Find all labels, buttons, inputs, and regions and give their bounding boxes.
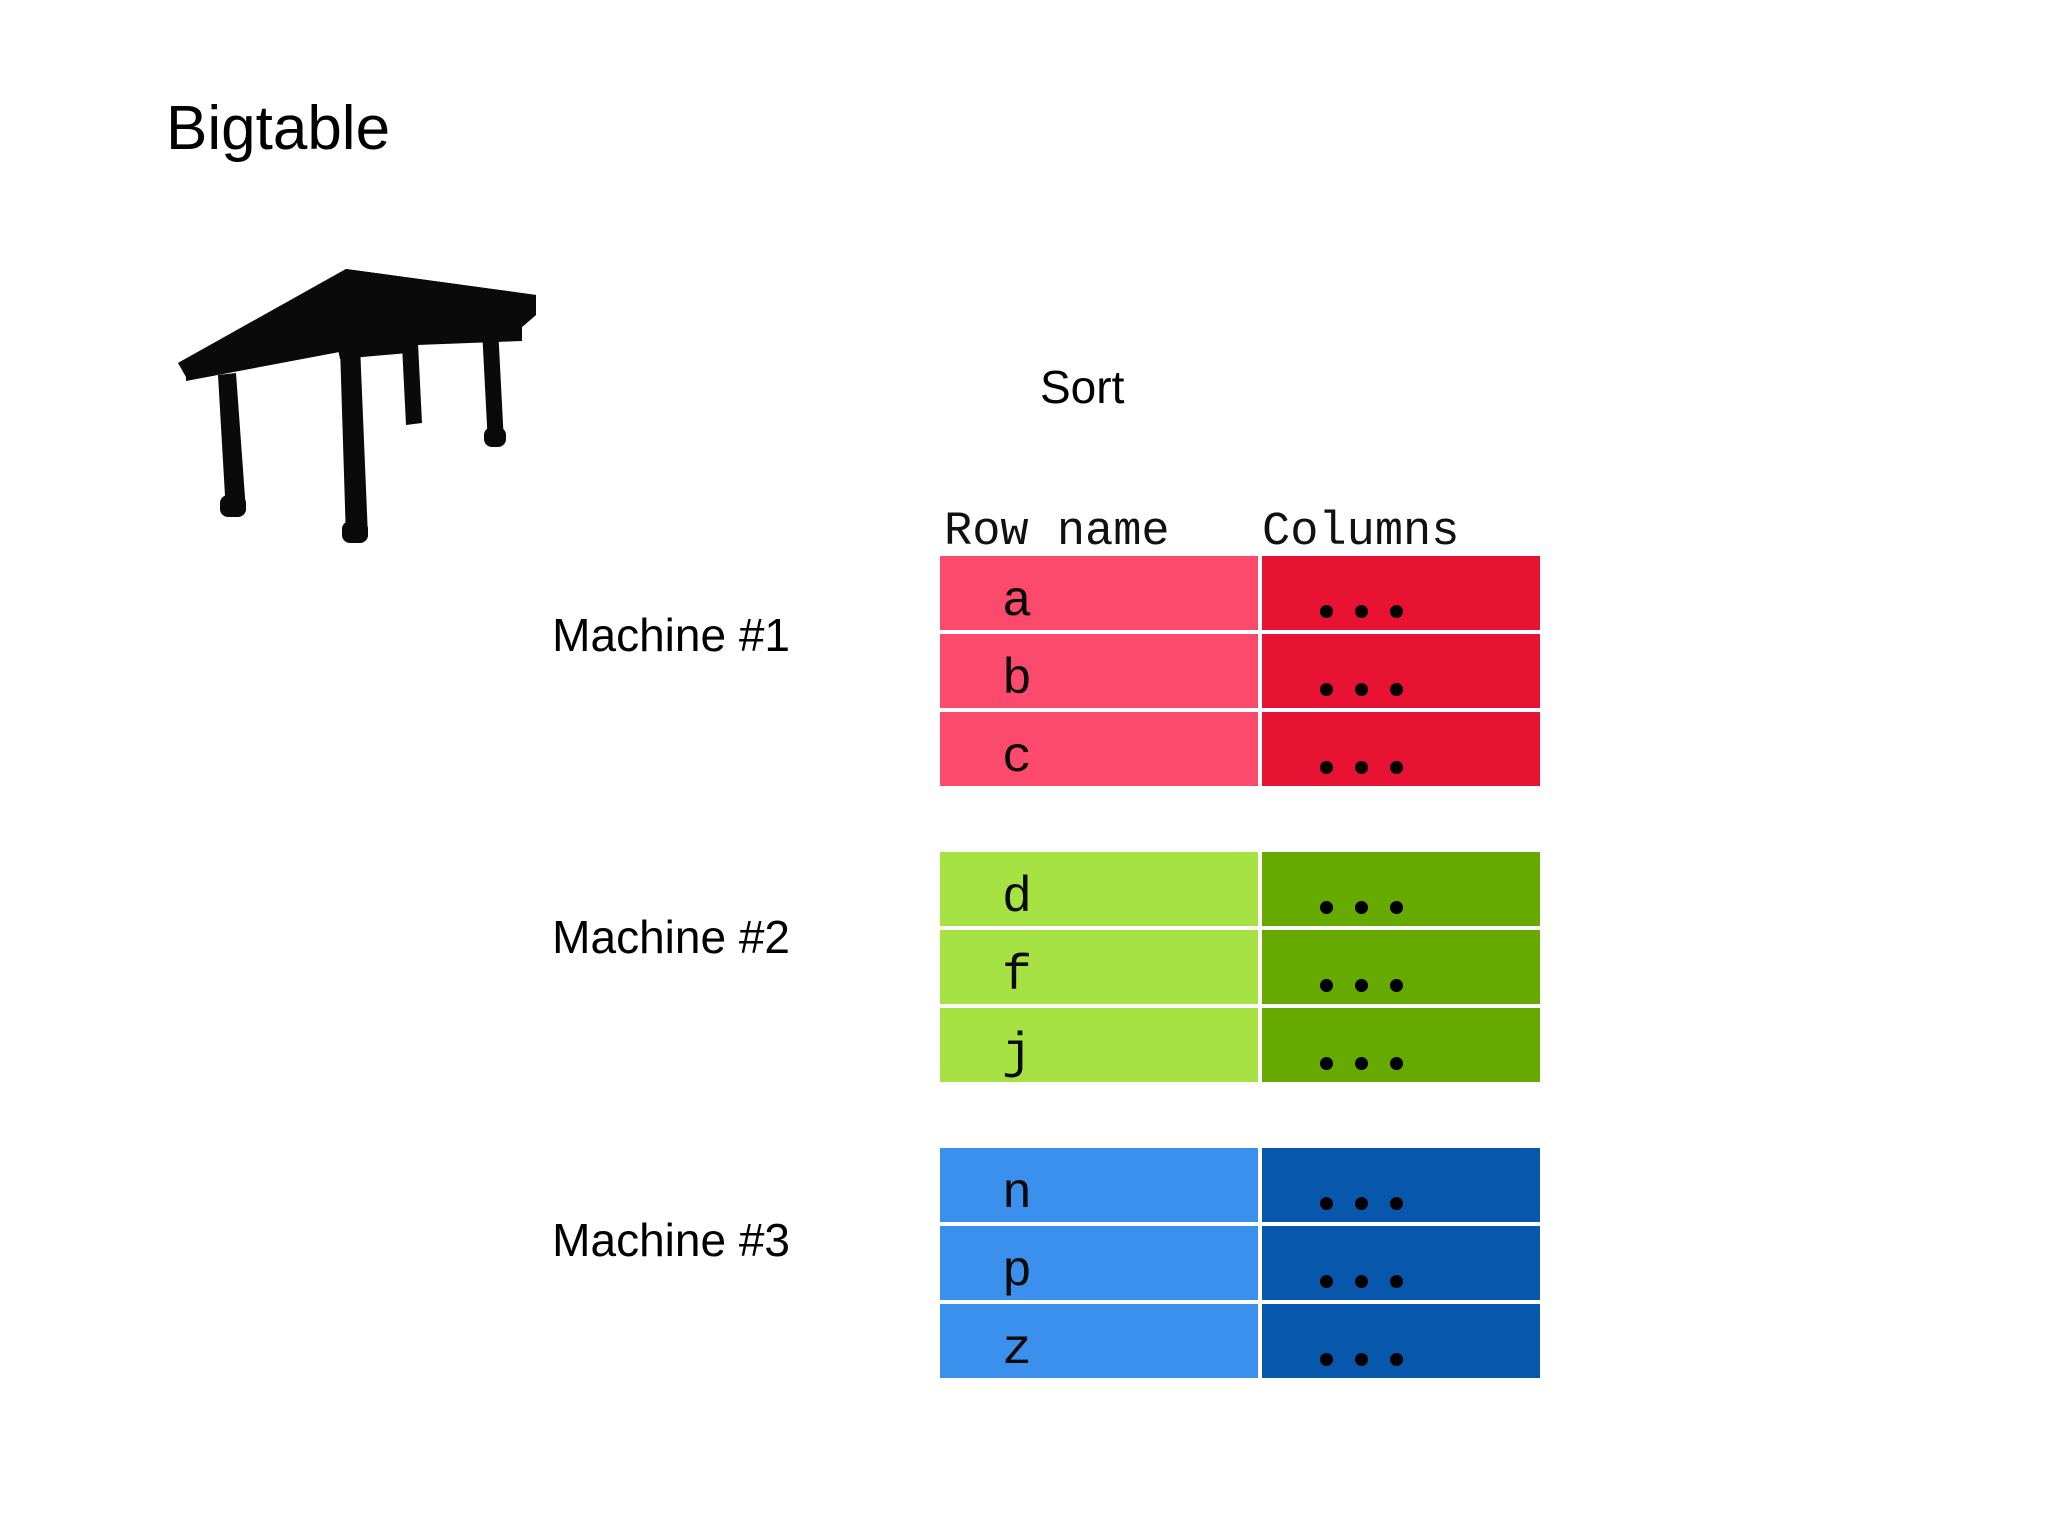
row-columns-cell[interactable] xyxy=(1262,1226,1540,1300)
row-key-cell[interactable]: p xyxy=(940,1226,1258,1300)
grid-header-row: Row name Columns xyxy=(940,500,1540,556)
dot xyxy=(1355,605,1368,618)
row-columns-cell[interactable] xyxy=(1262,1008,1540,1082)
dot xyxy=(1390,1275,1403,1288)
dot xyxy=(1320,761,1333,774)
column-header-columns: Columns xyxy=(1262,506,1460,559)
dot xyxy=(1355,979,1368,992)
row-key-cell[interactable]: n xyxy=(940,1148,1258,1222)
table-row[interactable]: c xyxy=(940,712,1540,786)
dot xyxy=(1355,1057,1368,1070)
machine-label-1: Machine #1 xyxy=(552,609,790,661)
dot xyxy=(1355,683,1368,696)
dot xyxy=(1390,605,1403,618)
table-row[interactable]: j xyxy=(940,1008,1540,1082)
ellipsis-dots-icon xyxy=(1320,979,1403,992)
dot xyxy=(1320,1353,1333,1366)
row-key-label: n xyxy=(1002,1166,1033,1223)
row-key-cell[interactable]: d xyxy=(940,852,1258,926)
row-key-cell[interactable]: f xyxy=(940,930,1258,1004)
dot xyxy=(1390,683,1403,696)
ellipsis-dots-icon xyxy=(1320,1057,1403,1070)
row-key-label: p xyxy=(1002,1244,1033,1301)
dot xyxy=(1355,1197,1368,1210)
row-key-cell[interactable]: b xyxy=(940,634,1258,708)
row-key-label: b xyxy=(1002,652,1033,709)
row-key-label: f xyxy=(1002,948,1033,1005)
row-key-cell[interactable]: a xyxy=(940,556,1258,630)
row-columns-cell[interactable] xyxy=(1262,1304,1540,1378)
dot xyxy=(1390,901,1403,914)
dot xyxy=(1390,1353,1403,1366)
machine-label-2: Machine #2 xyxy=(552,911,790,963)
table-furniture-icon xyxy=(150,255,550,575)
row-columns-cell[interactable] xyxy=(1262,712,1540,786)
dot xyxy=(1320,605,1333,618)
dot xyxy=(1390,979,1403,992)
row-columns-cell[interactable] xyxy=(1262,852,1540,926)
row-key-label: j xyxy=(1002,1026,1033,1083)
row-columns-cell[interactable] xyxy=(1262,930,1540,1004)
dot xyxy=(1320,683,1333,696)
row-key-label: c xyxy=(1002,730,1033,787)
dot xyxy=(1355,1353,1368,1366)
ellipsis-dots-icon xyxy=(1320,1197,1403,1210)
row-key-cell[interactable]: z xyxy=(940,1304,1258,1378)
dot xyxy=(1320,1057,1333,1070)
table-row[interactable]: p xyxy=(940,1226,1540,1300)
table-row[interactable]: b xyxy=(940,634,1540,708)
row-key-label: z xyxy=(1002,1322,1033,1379)
row-key-label: d xyxy=(1002,870,1033,927)
dot xyxy=(1355,761,1368,774)
row-key-cell[interactable]: c xyxy=(940,712,1258,786)
table-row[interactable]: a xyxy=(940,556,1540,630)
dot xyxy=(1320,1275,1333,1288)
row-key-label: a xyxy=(1002,574,1033,631)
dot xyxy=(1355,1275,1368,1288)
dot xyxy=(1390,1197,1403,1210)
ellipsis-dots-icon xyxy=(1320,901,1403,914)
row-key-cell[interactable]: j xyxy=(940,1008,1258,1082)
machine-label-3: Machine #3 xyxy=(552,1214,790,1266)
ellipsis-dots-icon xyxy=(1320,683,1403,696)
dot xyxy=(1390,761,1403,774)
dot xyxy=(1320,1197,1333,1210)
row-columns-cell[interactable] xyxy=(1262,634,1540,708)
row-columns-cell[interactable] xyxy=(1262,556,1540,630)
page-title: Bigtable xyxy=(166,94,391,163)
ellipsis-dots-icon xyxy=(1320,605,1403,618)
ellipsis-dots-icon xyxy=(1320,1275,1403,1288)
row-columns-cell[interactable] xyxy=(1262,1148,1540,1222)
dot xyxy=(1390,1057,1403,1070)
table-row[interactable]: z xyxy=(940,1304,1540,1378)
table-row[interactable]: f xyxy=(940,930,1540,1004)
ellipsis-dots-icon xyxy=(1320,1353,1403,1366)
ellipsis-dots-icon xyxy=(1320,761,1403,774)
dot xyxy=(1355,901,1368,914)
dot xyxy=(1320,901,1333,914)
table-row[interactable]: n xyxy=(940,1148,1540,1222)
column-header-row-name: Row name xyxy=(944,506,1170,559)
dot xyxy=(1320,979,1333,992)
table-row[interactable]: d xyxy=(940,852,1540,926)
sort-label: Sort xyxy=(1040,361,1125,413)
